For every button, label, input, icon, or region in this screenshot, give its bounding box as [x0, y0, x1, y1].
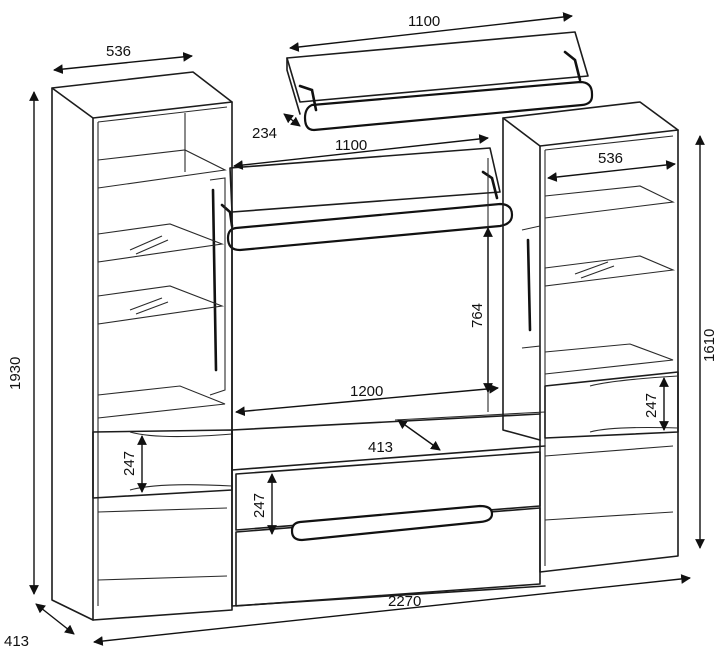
dim-line-right-width — [547, 160, 676, 182]
dim-line-total-width — [93, 574, 691, 646]
top-wall-shelf — [286, 31, 594, 132]
dim-line-niche-width — [235, 383, 499, 417]
label-bottom-depth: 413 — [4, 633, 29, 650]
right-cabinet — [502, 101, 679, 573]
dim-line-center-depth — [397, 419, 441, 451]
dimension-labels: 1100 234 1100 536 536 1930 1610 764 1200… — [4, 13, 718, 650]
dim-line-tv-shelf — [233, 134, 489, 170]
label-shelf-depth: 234 — [252, 125, 277, 142]
label-total-width: 2270 — [388, 593, 421, 610]
label-right-width: 536 — [598, 150, 623, 167]
dim-line-shelf-width — [289, 12, 573, 52]
dim-line-left-width — [53, 52, 193, 74]
label-left-drawer: 247 — [121, 451, 138, 476]
label-niche-width: 1200 — [350, 383, 383, 400]
label-right-height: 1610 — [701, 329, 718, 362]
dim-line-bottom-depth — [35, 603, 75, 635]
label-center-depth: 413 — [368, 439, 393, 456]
label-center-drawer: 247 — [251, 493, 268, 518]
label-left-width: 536 — [106, 43, 131, 60]
label-right-drawer: 247 — [643, 393, 660, 418]
tv-shelf — [220, 147, 514, 252]
dimension-lines — [29, 12, 705, 646]
label-niche-height: 764 — [469, 303, 486, 328]
label-shelf-width: 1100 — [408, 13, 440, 30]
label-tv-shelf-width: 1100 — [335, 137, 367, 154]
label-total-height: 1930 — [7, 357, 24, 390]
left-cabinet — [51, 71, 233, 621]
dim-line-shelf-depth — [283, 113, 301, 127]
